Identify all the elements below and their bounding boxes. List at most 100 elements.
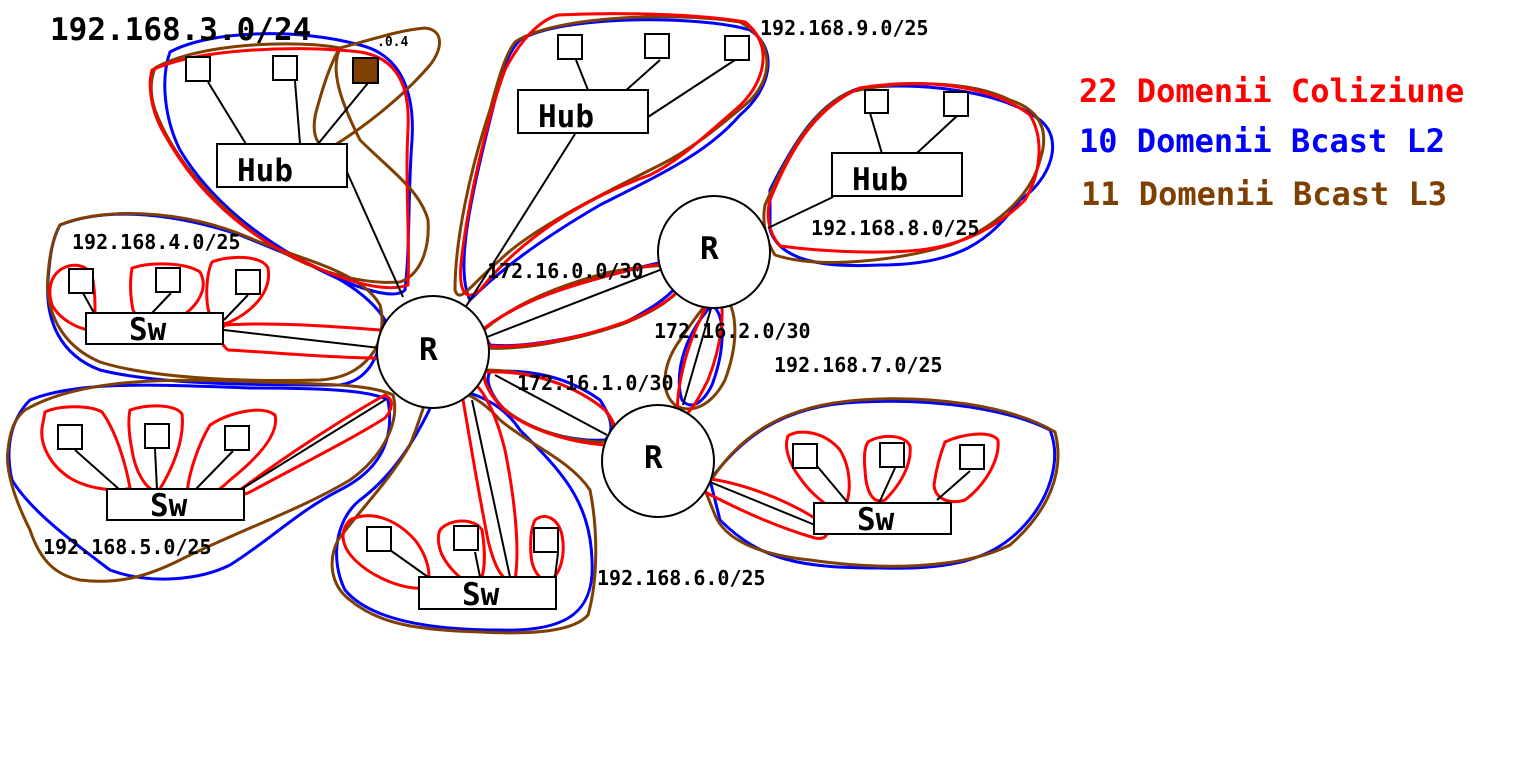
hub-label: Hub: [852, 162, 908, 198]
switch-box: [85, 312, 224, 345]
link: [647, 59, 736, 118]
router-label: R: [700, 231, 719, 267]
host: [185, 56, 211, 82]
switch-box: [418, 576, 557, 610]
network-label-192-168-8: 192.168.8.0/25: [811, 216, 980, 240]
link: [151, 292, 172, 314]
network-label-192-168-9: 192.168.9.0/25: [760, 16, 929, 40]
host: [57, 424, 83, 450]
switch-192-168-4: Sw: [85, 312, 224, 348]
hub-label: Hub: [237, 153, 293, 189]
hub-box: [517, 89, 649, 134]
host: [155, 267, 181, 293]
switch-192-168-5: Sw: [106, 488, 245, 524]
link: [622, 59, 661, 94]
network-labels: 192.168.3.0/24 .0.4 192.168.9.0/25 192.1…: [43, 12, 980, 590]
hub-192-168-3: Hub: [216, 143, 348, 189]
switch-label: Sw: [857, 502, 895, 538]
router-circle: [376, 295, 490, 409]
network-label-192-168-7: 192.168.7.0/25: [774, 353, 943, 377]
switch-192-168-6: Sw: [418, 576, 557, 613]
l2-domain-192-168-7: [708, 399, 1057, 570]
link: [294, 80, 301, 145]
link: [82, 292, 95, 314]
link: [154, 448, 158, 491]
network-label-192-168-4: 192.168.4.0/25: [72, 230, 241, 254]
legend-l2-broadcast-domains: 10 Domenii Bcast L2: [1079, 122, 1445, 160]
network-label-172-16-2: 172.16.2.0/30: [654, 319, 811, 343]
l3-domain-192-168-4: [46, 212, 384, 382]
legend-l3-broadcast-domains: 11 Domenii Bcast L3: [1081, 175, 1447, 213]
legend: 22 Domenii Coliziune 10 Domenii Bcast L2…: [1079, 72, 1464, 213]
collision-sw7-port2: [862, 435, 912, 503]
link: [575, 59, 589, 91]
host: [144, 423, 170, 449]
host: [453, 525, 479, 551]
host: [533, 527, 559, 553]
router-label: R: [419, 332, 438, 368]
link: [916, 115, 958, 154]
collision-sw5-port1: [40, 405, 132, 492]
hub-192-168-8: Hub: [831, 152, 963, 198]
switch-box: [106, 488, 245, 521]
link: [869, 112, 884, 158]
l3-domain-server-segment: [312, 26, 441, 150]
server-host: [352, 57, 379, 84]
link: [194, 450, 234, 491]
collision-sw4-uplink: [218, 322, 387, 360]
link: [474, 551, 481, 578]
collision-sw5-port3: [185, 408, 278, 501]
link: [317, 82, 369, 145]
link: [346, 171, 404, 298]
host: [644, 33, 670, 59]
link: [389, 549, 429, 578]
l3-domain-192-168-5: [5, 378, 397, 583]
collision-sw7-port3: [932, 432, 1000, 504]
collision-hub-192-168-3: [148, 47, 410, 290]
hub-box: [831, 152, 963, 197]
host: [792, 443, 818, 469]
link: [936, 470, 971, 501]
network-label-192-168-6: 192.168.6.0/25: [597, 566, 766, 590]
host: [68, 268, 94, 294]
legend-collision-domains: 22 Domenii Coliziune: [1079, 72, 1464, 110]
link: [494, 374, 608, 436]
host: [235, 269, 261, 295]
host: [864, 89, 889, 114]
router-main: R: [376, 295, 490, 409]
switch-192-168-7: Sw: [813, 502, 952, 538]
link: [223, 294, 249, 321]
host: [366, 526, 392, 552]
hub-box: [216, 143, 348, 188]
link: [74, 449, 121, 491]
collision-sw4-port3: [205, 255, 271, 326]
router-label: R: [644, 440, 663, 476]
link: [223, 329, 381, 349]
collision-hub-192-168-9: [459, 12, 765, 297]
link: [816, 465, 849, 504]
link: [767, 196, 834, 229]
link: [464, 133, 576, 309]
l3-domain-192-168-7: [703, 397, 1060, 568]
l3-domain-192-168-6: [330, 388, 598, 635]
router-upper-right: R: [657, 195, 771, 309]
host: [724, 35, 750, 61]
network-label-172-16-0: 172.16.0.0/30: [487, 259, 644, 283]
collision-sw5-uplink: [237, 393, 393, 496]
link: [486, 267, 666, 338]
network-label-172-16-1: 172.16.1.0/30: [517, 371, 674, 395]
hub-192-168-9: Hub: [517, 89, 649, 135]
link: [239, 399, 386, 491]
hub-label: Hub: [538, 99, 594, 135]
network-label-192-168-5: 192.168.5.0/25: [43, 535, 212, 559]
host: [224, 425, 250, 451]
switch-label: Sw: [462, 577, 500, 613]
l2-domain-192-168-3: [163, 32, 414, 296]
server-address-label: .0.4: [377, 35, 408, 50]
link: [471, 399, 511, 578]
switch-label: Sw: [129, 312, 167, 348]
router-lower-right: R: [601, 404, 715, 518]
host: [272, 55, 298, 81]
links: [74, 59, 971, 578]
host: [557, 34, 583, 60]
